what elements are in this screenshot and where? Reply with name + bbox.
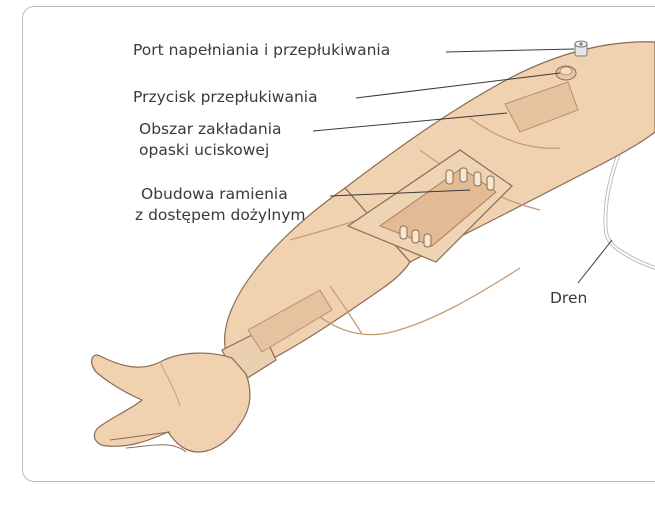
label-tourniquet-area: Obszar zakładania opaski uciskowej — [139, 119, 282, 161]
label-flush-button: Przycisk przepłukiwania — [133, 87, 318, 108]
fill-port — [575, 41, 587, 56]
tubing — [605, 140, 655, 268]
leader-fill-port — [446, 49, 574, 52]
label-iv-housing: Obudowa ramienia z dostępem dożylnym — [141, 184, 306, 226]
hand — [92, 353, 250, 452]
leader-tubing — [578, 240, 612, 283]
label-tubing: Dren — [550, 288, 587, 309]
label-fill-port: Port napełniania i przepłukiwania — [133, 40, 390, 61]
